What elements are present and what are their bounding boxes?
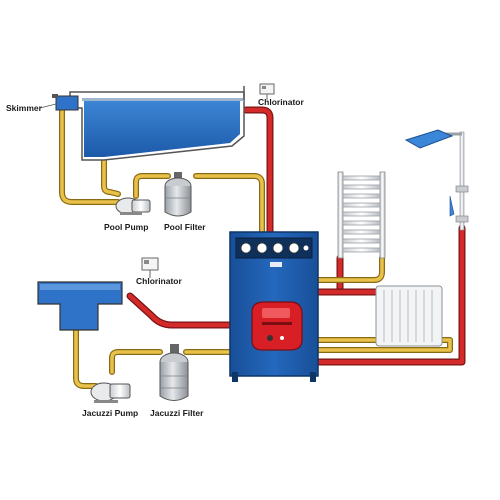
cold-pipes xyxy=(59,105,453,389)
pipes xyxy=(59,105,466,389)
shower-mixer xyxy=(455,185,469,193)
cold-pipe-jacuzzi-to-pump xyxy=(73,327,99,389)
shower xyxy=(404,129,469,231)
label-chlorinator-top: Chlorinator xyxy=(258,97,304,107)
pool-rim xyxy=(82,98,244,101)
burner xyxy=(251,301,303,351)
boiler xyxy=(229,231,319,382)
pool-pump xyxy=(115,197,151,215)
cold-pipe-pump-to-filter xyxy=(133,173,171,199)
chlorinator-top xyxy=(259,83,275,100)
shower-holder xyxy=(455,215,469,223)
hot-pipe-to-pool xyxy=(242,106,274,236)
cold-pipe-filter-to-boiler xyxy=(193,173,265,235)
jacuzzi-filter xyxy=(159,344,189,401)
label-jacuzzi-pump: Jacuzzi Pump xyxy=(82,408,138,418)
hot-pipes xyxy=(126,106,466,366)
skimmer-box xyxy=(55,95,79,111)
chlorinator-jacuzzi xyxy=(141,257,159,278)
skimmer xyxy=(39,94,79,111)
boiler-gauges xyxy=(240,242,309,254)
cold-pipe-towel-return xyxy=(315,255,385,283)
label-jacuzzi-filter: Jacuzzi Filter xyxy=(150,408,204,418)
hot-pipe-to-towel-radiator xyxy=(314,254,344,296)
shower-head xyxy=(404,129,454,149)
boiler-logo-plate xyxy=(270,262,282,267)
jacuzzi-basin xyxy=(37,281,123,331)
jacuzzi-pump xyxy=(90,382,131,403)
labels: Skimmer Chlorinator Pool Pump Pool Filte… xyxy=(6,97,304,418)
shower-riser xyxy=(459,131,465,231)
jacuzzi xyxy=(37,281,123,331)
panel-radiator xyxy=(375,285,443,347)
pool-water xyxy=(84,100,240,157)
cold-pipe-jpump-to-jfilter xyxy=(109,349,163,375)
label-skimmer: Skimmer xyxy=(6,103,43,113)
swimming-pool xyxy=(69,86,245,161)
pool-filter xyxy=(164,172,192,217)
hand-shower xyxy=(449,195,455,217)
label-pool-pump: Pool Pump xyxy=(104,222,148,232)
towel-radiator xyxy=(337,171,386,259)
label-pool-filter: Pool Filter xyxy=(164,222,206,232)
label-chlorinator-jacuzzi: Chlorinator xyxy=(136,276,182,286)
